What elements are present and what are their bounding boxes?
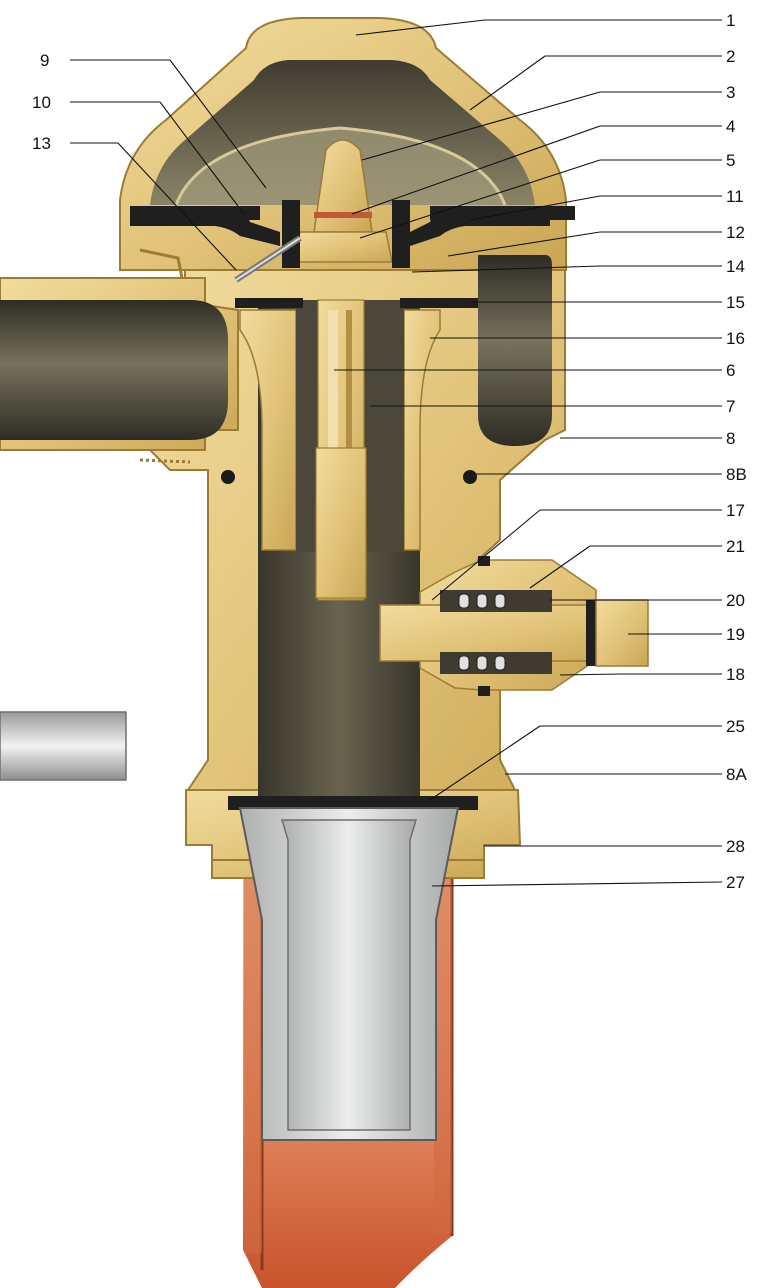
- bleed-valve-assembly: [379, 556, 649, 696]
- part-label: 18: [726, 665, 745, 684]
- part-label: 25: [726, 717, 745, 736]
- part-label: 6: [726, 361, 735, 380]
- part-label: 14: [726, 257, 745, 276]
- piston-stem: [315, 299, 367, 601]
- part-label: 2: [726, 47, 735, 66]
- liner-tube: [238, 807, 460, 1141]
- part-label: 21: [726, 537, 745, 556]
- part-label: 27: [726, 873, 745, 892]
- part-label: 8: [726, 429, 735, 448]
- spring-coils-top: [458, 593, 506, 609]
- right-chamber: [478, 255, 552, 446]
- o-ring-left: [221, 470, 235, 484]
- part-label: 3: [726, 83, 735, 102]
- part-label: 13: [32, 134, 51, 153]
- part-label: 4: [726, 117, 735, 136]
- part-label: 10: [32, 93, 51, 112]
- o-ring-right: [463, 470, 477, 484]
- part-label: 17: [726, 501, 745, 520]
- gasket-15: [235, 298, 478, 308]
- gasket-25: [228, 796, 478, 810]
- piston-head: [282, 139, 410, 268]
- part-label: 15: [726, 293, 745, 312]
- part-label: 28: [726, 837, 745, 856]
- part-labels-right: 1 2 3 4 5 11 12 14 15 16 6 7 8 8B 17 21 …: [726, 11, 747, 892]
- inlet-pipe: [0, 248, 239, 464]
- part-label: 11: [726, 187, 744, 206]
- part-label: 12: [726, 223, 745, 242]
- part-label: 7: [726, 397, 735, 416]
- bypass-tube: [0, 711, 127, 781]
- diaphragm: [130, 206, 575, 246]
- part-label: 8A: [726, 765, 747, 784]
- part-label: 9: [40, 51, 49, 70]
- part-label: 16: [726, 329, 745, 348]
- part-label: 19: [726, 625, 745, 644]
- leader-lines: [70, 19, 723, 887]
- part-label: 5: [726, 151, 735, 170]
- spring-coils-bottom: [458, 655, 506, 671]
- part-labels-left: 9 10 13: [32, 51, 51, 153]
- part-label: 8B: [726, 465, 747, 484]
- part-label: 20: [726, 591, 745, 610]
- part-label: 1: [726, 11, 735, 30]
